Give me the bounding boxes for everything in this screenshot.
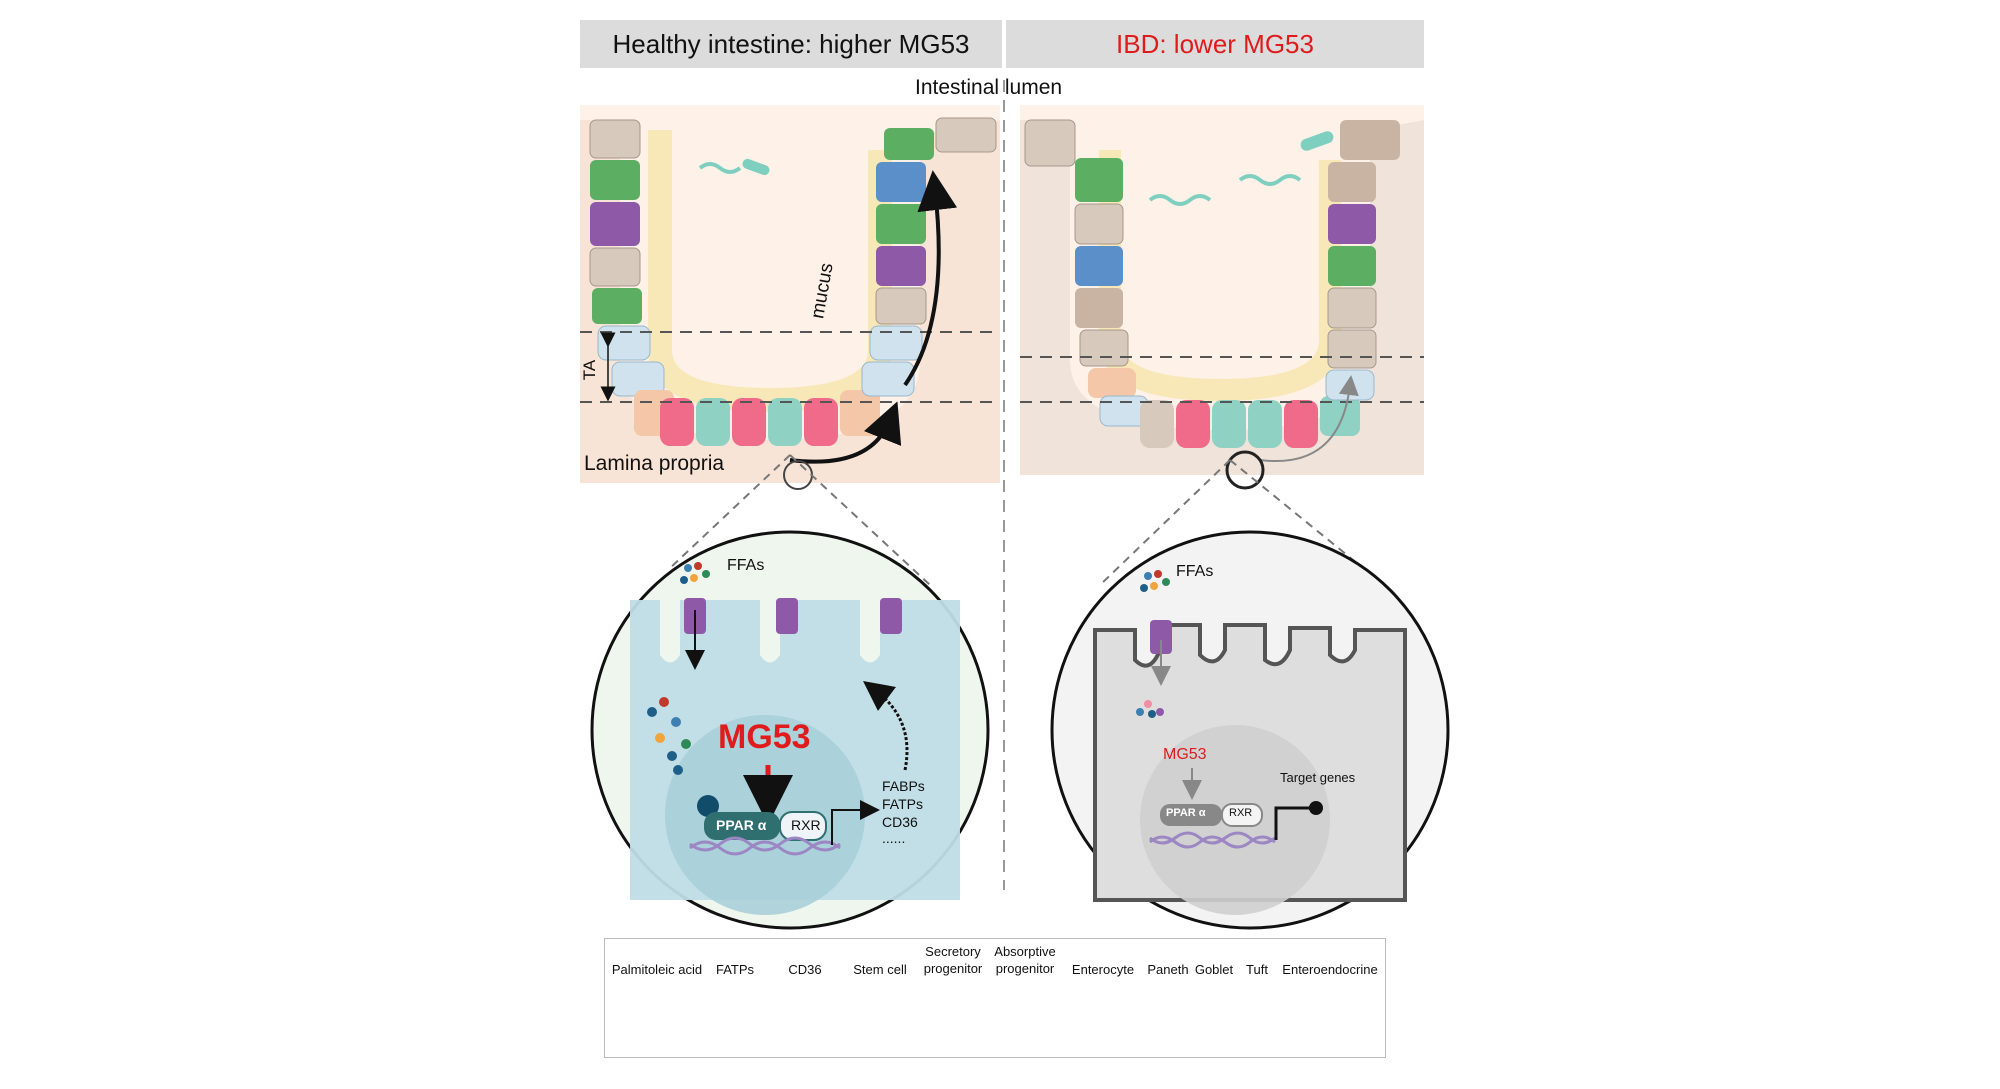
bacterium-icon xyxy=(1300,131,1334,151)
healthy-mg53-label: MG53 xyxy=(718,718,811,756)
blocked-transcription-icon xyxy=(1274,806,1312,840)
target-gene-cd36: CD36 xyxy=(882,814,918,830)
fatp-transporter-icon xyxy=(1150,620,1172,654)
legend-stem: Stem cell xyxy=(853,962,907,977)
target-gene-fatps: FATPs xyxy=(882,796,923,812)
bacterium-icon xyxy=(1238,174,1302,186)
healthy-header: Healthy intestine: higher MG53 xyxy=(580,20,1002,68)
legend: Palmitoleic acid FATPs CD36 Stem cell Se… xyxy=(604,938,1386,1058)
rxr-box xyxy=(1221,803,1263,827)
bacterium-icon xyxy=(742,158,770,176)
differentiation-arrow xyxy=(789,401,902,464)
ibd-crypt-base xyxy=(1140,396,1360,448)
ibd-rxr-label: RXR xyxy=(1229,807,1253,819)
target-gene-fabps: FABPs xyxy=(882,778,925,794)
legend-palmitoleic: Palmitoleic acid xyxy=(611,962,703,977)
ffa-dots xyxy=(647,562,710,775)
ibd-header: IBD: lower MG53 xyxy=(1006,20,1424,68)
ibd-cell-zoom xyxy=(1050,530,1450,930)
ibd-ffas-label: FFAs xyxy=(1176,563,1214,580)
legend-goblet: Goblet xyxy=(1194,962,1234,977)
target-gene-more: ...... xyxy=(882,830,906,846)
healthy-rxr-label: RXR xyxy=(791,817,821,833)
legend-enteroendocrine: Enteroendocrine xyxy=(1282,962,1378,977)
healthy-crypt-base xyxy=(660,390,880,446)
legend-secretory: Secretory progenitor xyxy=(923,944,983,976)
ibd-target-genes-label: Target genes xyxy=(1280,770,1356,785)
weak-differentiation-arrow xyxy=(1259,375,1359,462)
migration-arrow xyxy=(903,170,958,387)
ibd-mg53-label: MG53 xyxy=(1163,746,1207,763)
lamina-propria-label: Lamina propria xyxy=(584,452,725,475)
ta-label: TA xyxy=(580,359,600,381)
healthy-crypt xyxy=(580,105,1000,490)
fatp-transporter-icon xyxy=(776,598,798,634)
ibd-left-column xyxy=(1024,119,1149,427)
upregulation-arrow xyxy=(863,680,909,771)
palmitoleic-acid-icon xyxy=(697,795,719,817)
legend-tuft: Tuft xyxy=(1246,962,1268,977)
healthy-right-column xyxy=(861,117,997,397)
ppar-alpha-box xyxy=(1160,804,1222,826)
legend-paneth: Paneth xyxy=(1147,962,1189,977)
legend-cd36: CD36 xyxy=(788,962,822,977)
healthy-ffas-label: FFAs xyxy=(727,557,765,574)
legend-fatps: FATPs xyxy=(715,962,755,977)
ibd-ppar-label: PPAR α xyxy=(1166,807,1206,819)
ffa-dots xyxy=(1136,570,1170,718)
legend-absorptive: Absorptive progenitor xyxy=(994,944,1056,976)
fatp-transporter-icon xyxy=(880,598,902,634)
intestinal-lumen-label: Intestinal lumen xyxy=(915,76,1063,99)
healthy-cell-zoom xyxy=(590,530,990,930)
bacterium-icon xyxy=(698,162,742,174)
self-renewal-icon xyxy=(1225,450,1265,490)
healthy-ppar-label: PPAR α xyxy=(716,817,767,833)
ibd-crypt xyxy=(1020,105,1424,490)
legend-enterocyte: Enterocyte xyxy=(1071,962,1135,977)
ppar-alpha-box xyxy=(704,812,780,840)
bacterium-icon xyxy=(1148,194,1212,206)
